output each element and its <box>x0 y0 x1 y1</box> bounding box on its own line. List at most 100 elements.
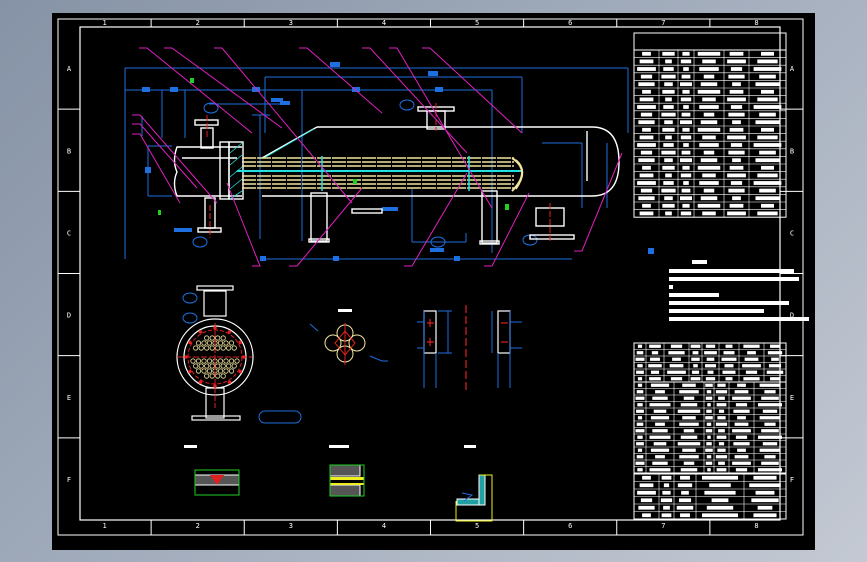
parts-cell-text <box>715 455 728 459</box>
nozzle-cell-text <box>637 344 643 348</box>
parts-cell-text <box>652 461 668 465</box>
parts-cell-text <box>706 390 712 394</box>
nozzle-cell-text <box>770 344 780 348</box>
tube-hole <box>201 368 207 374</box>
title-cell-text <box>681 490 689 495</box>
design-data-cell-text <box>683 181 689 185</box>
saddle-support-details <box>417 305 522 391</box>
parts-cell-text <box>718 429 725 433</box>
title-cell-text <box>638 505 655 510</box>
border-column-label: 7 <box>661 522 665 530</box>
design-data-cell-text <box>700 82 718 87</box>
design-data-cell-text <box>761 165 774 170</box>
design-data-cell-text <box>680 196 692 201</box>
design-data-cell-text <box>664 158 673 163</box>
parts-cell-text <box>635 396 645 400</box>
design-data-cell-text <box>728 150 745 155</box>
notes-heading <box>692 260 707 264</box>
tube-hole <box>215 373 221 379</box>
title-cell-text <box>637 490 656 495</box>
border-column-label: 5 <box>475 19 479 27</box>
nozzle-cell-text <box>725 344 733 348</box>
tube-pitch-detail <box>309 309 388 365</box>
title-cell-text <box>639 483 654 488</box>
tube-hole <box>195 358 202 364</box>
design-data-cell-text <box>700 196 718 201</box>
parts-cell-text <box>636 409 644 413</box>
leader-line <box>132 133 181 204</box>
design-data-cell-text <box>662 89 675 94</box>
tube-hole <box>223 358 229 364</box>
tube-hole <box>193 345 199 351</box>
note-line <box>669 293 719 297</box>
design-data-cell-text <box>753 181 782 185</box>
design-data-cell-text <box>727 211 746 216</box>
design-data-cell-text <box>703 150 715 155</box>
design-data-cell-text <box>661 74 676 79</box>
tube-hole <box>228 358 235 364</box>
design-data-cell-text <box>729 203 744 208</box>
design-data-cell-text <box>680 158 692 163</box>
design-data-cell-text <box>640 150 653 155</box>
design-data-cell-text <box>665 211 672 216</box>
parts-cell-text <box>732 461 751 465</box>
title-cell-text <box>709 483 731 488</box>
design-data-cell-text <box>639 211 654 216</box>
tube-hole <box>195 368 202 374</box>
nozzle-cell-text <box>691 370 700 374</box>
design-data-cell-text <box>683 67 689 71</box>
title-cell-text <box>660 498 673 503</box>
leader-line <box>299 47 383 114</box>
parts-cell-text <box>637 416 643 420</box>
design-data-cell-text <box>642 127 651 132</box>
tube-hole <box>204 373 210 379</box>
parts-cell-text <box>677 409 701 413</box>
design-data-cell-text <box>757 97 778 102</box>
border-row-label: C <box>67 229 71 237</box>
parts-cell-text <box>655 422 665 426</box>
parts-cell-text <box>733 409 750 413</box>
design-data-cell-text <box>753 105 782 109</box>
nozzle-cell-text <box>670 344 683 348</box>
parts-cell-text <box>652 396 668 400</box>
tube-hole <box>206 368 213 374</box>
design-data-cell-text <box>759 112 776 117</box>
center-lines <box>206 103 551 243</box>
design-data-cell-text <box>730 143 743 147</box>
design-data-cell-text <box>663 143 674 147</box>
tube-hole <box>223 368 229 374</box>
parts-cell-text <box>655 390 665 394</box>
nozzle-cell-text <box>670 377 683 381</box>
parts-cell-text <box>682 416 696 420</box>
tube-hole <box>231 363 237 369</box>
border-row-label: D <box>790 312 794 320</box>
title-cell-text <box>676 505 694 510</box>
tube-hole <box>204 345 210 351</box>
bolt-hole <box>238 369 242 374</box>
parts-cell-text <box>737 416 746 420</box>
title-cell-text <box>704 490 736 495</box>
title-cell-text <box>642 513 651 518</box>
parts-cell-text <box>737 383 746 387</box>
border-column-label: 1 <box>102 522 106 530</box>
nozzle-cell-text <box>704 364 717 368</box>
bolt-hole <box>188 369 192 374</box>
nozzle-table <box>633 342 787 383</box>
tube-hole <box>190 358 196 364</box>
parts-cell-text <box>679 422 699 426</box>
parts-cell-text <box>764 390 776 394</box>
main-elevation-view <box>124 47 654 267</box>
parts-cell-text <box>652 429 668 433</box>
tube-hole <box>215 345 221 351</box>
nozzle-cell-text <box>651 351 659 355</box>
parts-cell-text <box>706 455 712 459</box>
design-data-cell-text <box>730 67 743 71</box>
parts-cell-text <box>707 435 711 439</box>
note-line <box>669 317 809 321</box>
design-data-cell-text <box>681 112 691 117</box>
tube-hole <box>209 345 215 351</box>
leader-line <box>132 114 218 204</box>
tube-hole <box>201 340 207 346</box>
